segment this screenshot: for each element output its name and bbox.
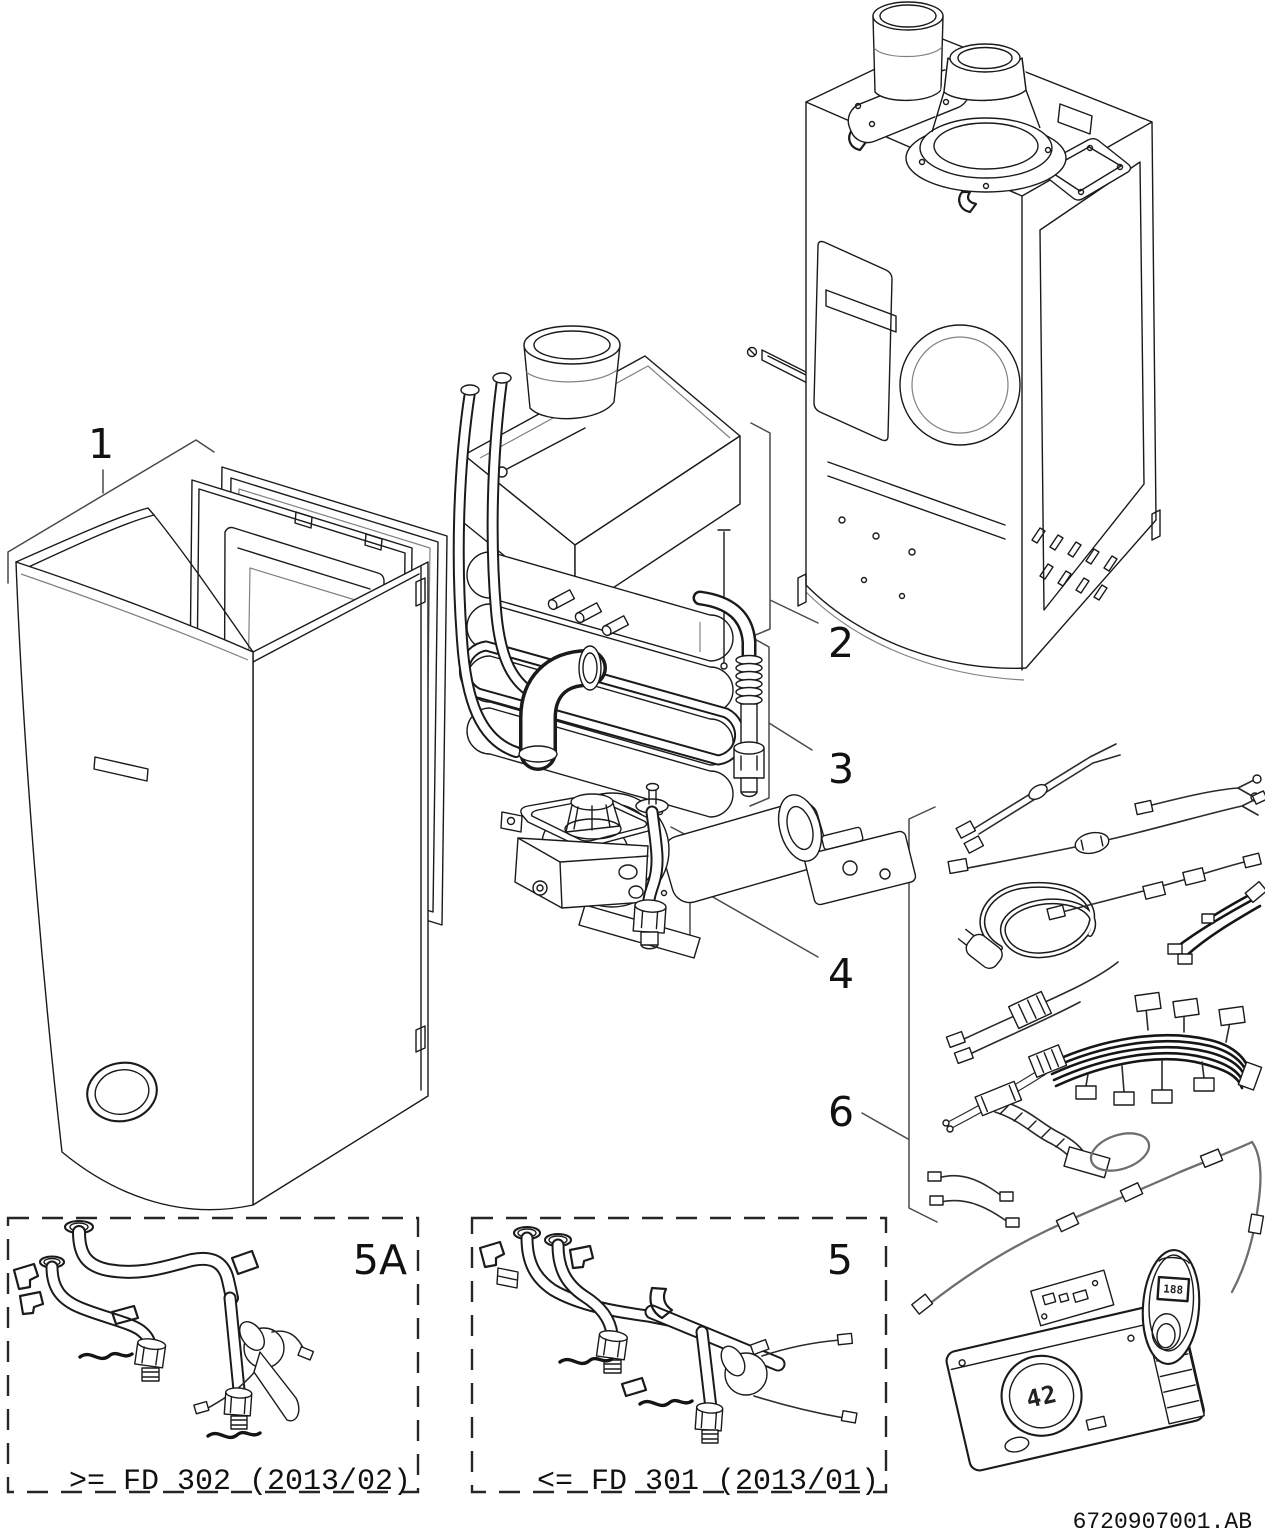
- callout-numbers: 1 2 3 4 6: [88, 420, 854, 1136]
- small-cables: [927, 1171, 1020, 1228]
- display-value: 42: [1024, 1380, 1060, 1414]
- box-5a-label: 5A: [353, 1236, 407, 1284]
- callout-6: 6: [828, 1088, 854, 1136]
- burner-opening: [899, 324, 1021, 446]
- power-plug: [957, 928, 1003, 969]
- box-5a-caption: >= FD 302 (2013/02): [69, 1465, 411, 1499]
- left-pipes: [452, 372, 548, 758]
- callout-1: 1: [88, 420, 114, 468]
- ribbon-cable: [974, 1080, 1111, 1179]
- bus-cable: [911, 1132, 1265, 1315]
- sensor-lead: [1134, 774, 1262, 816]
- cover-top-lip: [15, 507, 155, 571]
- box-5a-content: [12, 1219, 315, 1440]
- heat-exchanger-coils: [466, 551, 734, 818]
- power-cord: [957, 881, 1097, 969]
- sight-glass: [86, 1061, 158, 1123]
- gas-valve-bracket: [500, 811, 523, 833]
- sensor-bosses: [547, 589, 630, 637]
- grommet-cable: [947, 790, 1265, 875]
- flue-adapter: [905, 43, 1067, 193]
- gas-valve: [500, 782, 669, 950]
- electrode-cable: [955, 743, 1121, 854]
- box-5-label: 5: [827, 1236, 853, 1284]
- wall-chassis: [746, 1, 1161, 681]
- remote-control: 188: [1141, 1249, 1201, 1365]
- cover-side-wall: [252, 561, 429, 1206]
- dark-harness: [1167, 880, 1265, 965]
- pcb-board: [1030, 1269, 1115, 1327]
- cover-label-slot: [93, 756, 149, 782]
- condensate-elbow: [518, 645, 607, 771]
- leader-2: [750, 422, 819, 637]
- gas-valve-body: [514, 837, 649, 909]
- variant-box-5: 5 <= FD 301 (2013/01): [470, 1216, 888, 1499]
- box-5-caption: <= FD 301 (2013/01): [537, 1465, 879, 1499]
- leader-lines: [7, 422, 938, 1223]
- main-wiring-harness: [1027, 991, 1263, 1106]
- cable-harness-group: 42 188: [911, 743, 1265, 1472]
- boiler-display: 42: [1000, 1354, 1083, 1437]
- flue-collar: [523, 325, 621, 420]
- callout-4: 4: [828, 950, 854, 998]
- leader-1: [7, 439, 215, 584]
- cover-latch-slots: [415, 577, 426, 1053]
- flue-pipe-collar: [847, 1, 970, 144]
- chassis-shell: [805, 37, 1157, 670]
- callout-2: 2: [828, 619, 854, 667]
- plug-cable: [1046, 852, 1262, 921]
- vent-slots: [1031, 527, 1118, 601]
- box-5-border: [470, 1216, 888, 1494]
- leader-6: [861, 806, 938, 1223]
- variant-box-5a: 5A >= FD 302 (2013/02): [6, 1216, 420, 1499]
- flue-gas-pipe: [692, 590, 765, 798]
- chassis-left-cutout: [813, 240, 893, 442]
- control-unit: 42: [945, 1300, 1205, 1472]
- leader-3: [749, 636, 813, 807]
- gas-valve-knob: [564, 793, 622, 840]
- front-cover: [15, 507, 429, 1211]
- box-5-content: [478, 1225, 858, 1444]
- ferrite-cable: [945, 961, 1119, 1065]
- gas-inlet-pipe: [632, 782, 669, 950]
- box-5a-border: [6, 1216, 420, 1494]
- cover-front-face: [15, 561, 254, 1211]
- callout-3: 3: [828, 745, 854, 793]
- document-number: 6720907001.AB: [1073, 1509, 1252, 1535]
- remote-lcd-value: 188: [1163, 1282, 1184, 1296]
